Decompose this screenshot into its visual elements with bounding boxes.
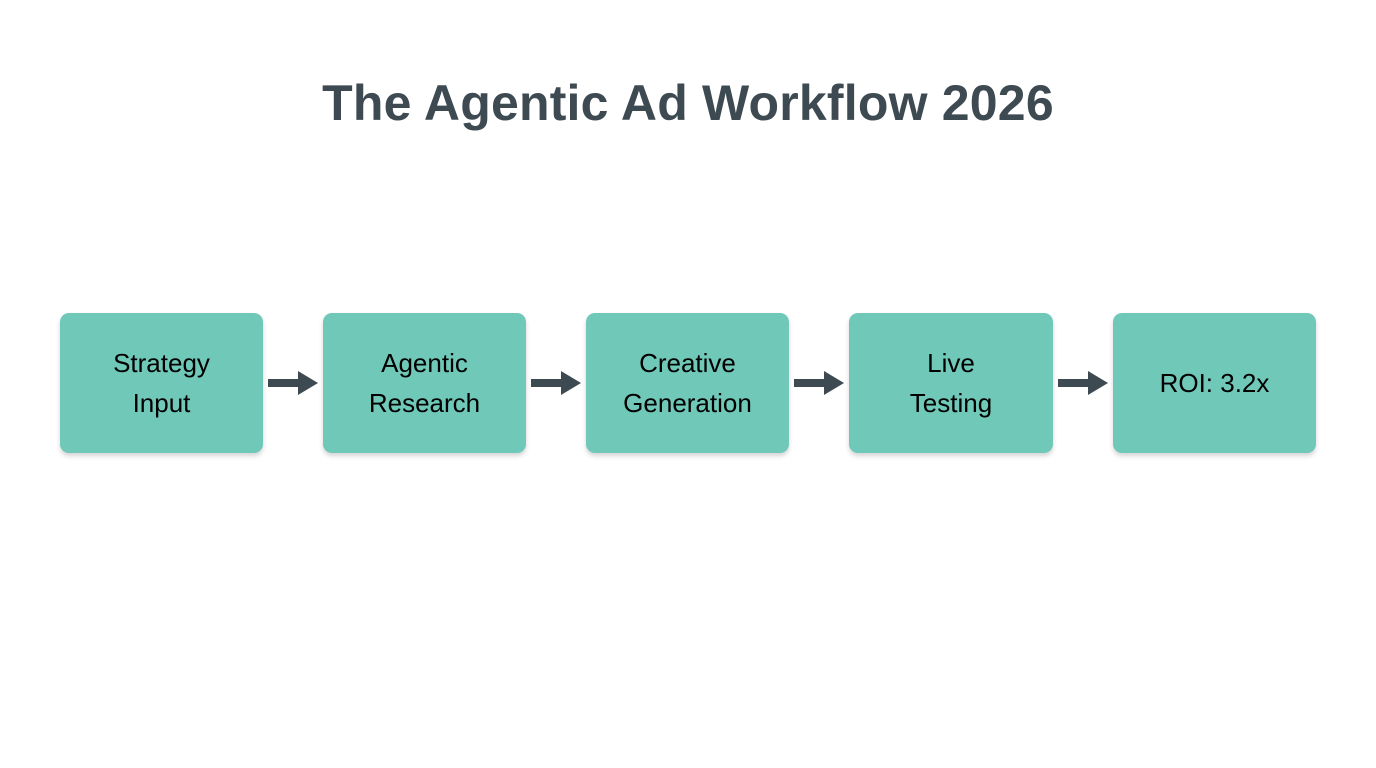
page-title: The Agentic Ad Workflow 2026 bbox=[322, 75, 1054, 131]
flow-node-agentic-research[interactable]: Agentic Research bbox=[323, 313, 526, 453]
flow-node-roi-result[interactable]: ROI: 3.2x bbox=[1113, 313, 1316, 453]
flow-node-label: Agentic Research bbox=[368, 348, 481, 418]
flow-node-label: Live Testing bbox=[909, 348, 993, 418]
flow-node-label: ROI: 3.2x bbox=[1159, 368, 1270, 398]
flow-node-label: Strategy Input bbox=[113, 348, 210, 418]
flow-node-label: Creative Generation bbox=[623, 348, 752, 418]
flow-node-strategy-input[interactable]: Strategy Input bbox=[60, 313, 263, 453]
workflow-diagram: Strategy Input Agentic Research Creative… bbox=[60, 313, 1316, 453]
arrow-right-icon bbox=[263, 313, 323, 453]
flow-node-creative-generation[interactable]: Creative Generation bbox=[586, 313, 789, 453]
arrow-right-icon bbox=[1053, 313, 1113, 453]
arrow-right-icon bbox=[789, 313, 849, 453]
arrow-right-icon bbox=[526, 313, 586, 453]
flow-node-live-testing[interactable]: Live Testing bbox=[849, 313, 1053, 453]
